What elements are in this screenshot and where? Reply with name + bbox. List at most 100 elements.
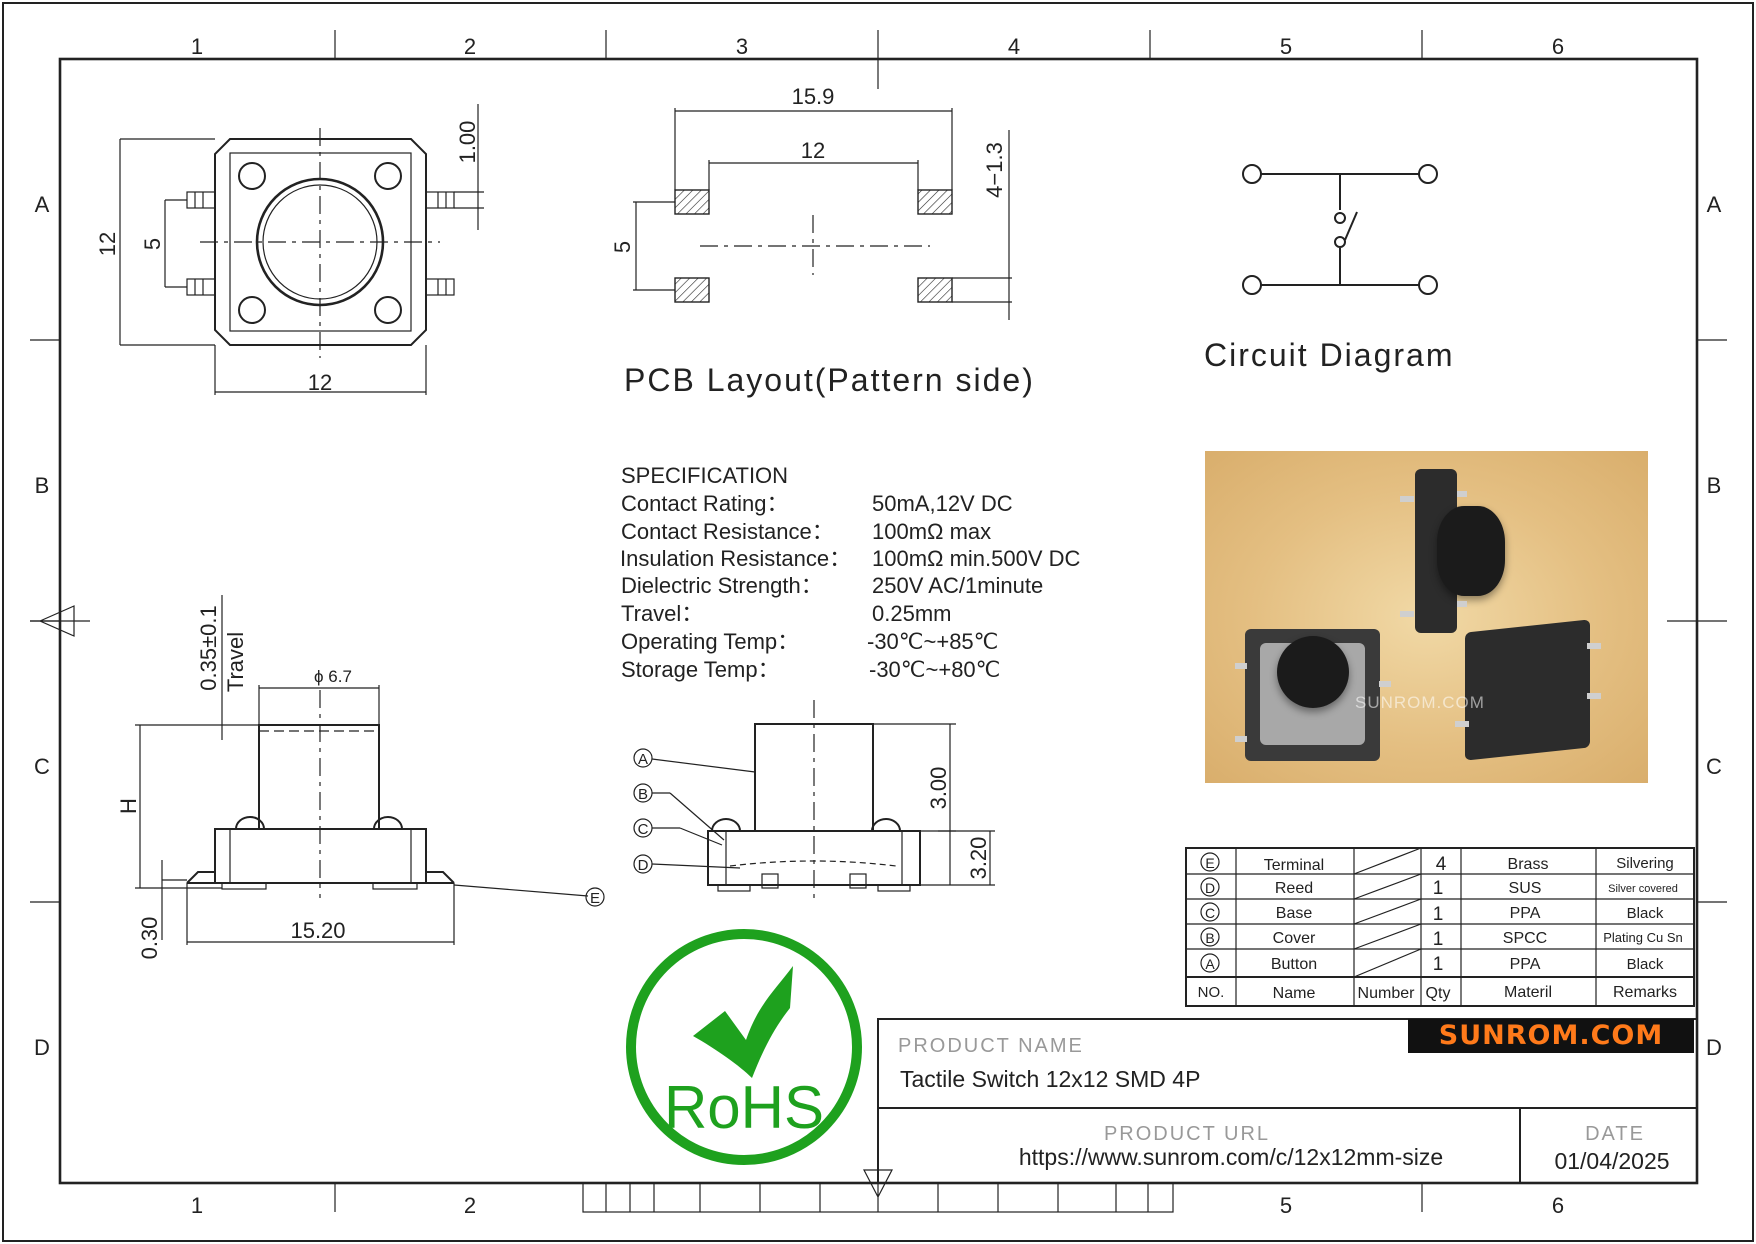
pcb-dim-inner: 12 xyxy=(801,138,825,163)
bom-row-b-material: SPCC xyxy=(1503,930,1547,947)
spec-value-contact-resistance: 100mΩ max xyxy=(872,519,991,544)
bom-row-b-no: B xyxy=(1205,930,1214,946)
bom-row-e-qty: 4 xyxy=(1436,854,1447,875)
bom-row-a-qty: 1 xyxy=(1433,954,1444,975)
product-photo: SUNROM.COM xyxy=(1205,451,1648,783)
spec-label-contact-rating: Contact Rating： xyxy=(621,491,789,516)
pcb-dim-outer: 15.9 xyxy=(792,84,835,109)
side-view-drawing xyxy=(135,595,605,945)
side-view-dim-length: 15.20 xyxy=(290,918,345,943)
top-view-drawing xyxy=(119,104,484,395)
spec-heading: SPECIFICATION xyxy=(621,463,788,488)
zone-col-5-bottom: 5 xyxy=(1280,1193,1292,1218)
spec-value-contact-rating: 50mA,12V DC xyxy=(872,491,1013,516)
spec-value-operating-temp: -30℃~+85℃ xyxy=(867,629,998,654)
bom-row-d-name: Reed xyxy=(1275,880,1313,897)
zone-col-5-top: 5 xyxy=(1280,34,1292,59)
bom-row-b-qty: 1 xyxy=(1433,929,1444,950)
side-view-dim-diameter: ϕ 6.7 xyxy=(314,667,352,686)
zone-row-d-right: D xyxy=(1706,1035,1722,1060)
side-view-callout-e: E xyxy=(590,890,600,907)
bom-row-b-remarks: Plating Cu Sn xyxy=(1603,930,1683,945)
zone-col-6-bottom: 6 xyxy=(1552,1193,1564,1218)
zone-row-c-right: C xyxy=(1706,754,1722,779)
zone-col-3-top: 3 xyxy=(736,34,748,59)
product-url-value: https://www.sunrom.com/c/12x12mm-size xyxy=(1019,1144,1443,1170)
product-url-label: PRODUCT URL xyxy=(1104,1123,1270,1145)
zone-row-c-left: C xyxy=(34,754,50,779)
bom-row-e-material: Brass xyxy=(1508,856,1549,873)
top-view-dim-width: 12 xyxy=(308,370,332,395)
photo-watermark: SUNROM.COM xyxy=(1355,693,1485,712)
section-view-drawing xyxy=(633,700,995,898)
bom-row-c-material: PPA xyxy=(1510,905,1541,922)
side-view-dim-travel: 0.35±0.1 xyxy=(196,605,221,690)
section-callout-a: A xyxy=(638,751,648,768)
spec-value-insulation-resistance: 100mΩ min.500V DC xyxy=(872,546,1081,571)
zone-col-4-top: 4 xyxy=(1008,34,1020,59)
pcb-layout-title: PCB Layout(Pattern side) xyxy=(624,362,1035,398)
section-dim-stem: 3.00 xyxy=(926,767,951,810)
zone-row-b-right: B xyxy=(1707,473,1722,498)
section-callout-d: D xyxy=(638,857,649,874)
spec-label-dielectric-strength: Dielectric Strength： xyxy=(621,573,823,598)
side-view-dim-h: H xyxy=(116,798,141,814)
bom-row-d-material: SUS xyxy=(1509,880,1542,897)
sunrom-logo: SUNROM.COM xyxy=(1408,1019,1694,1053)
zone-col-1-top: 1 xyxy=(191,34,203,59)
bom-row-c-qty: 1 xyxy=(1433,904,1444,925)
date-label: DATE xyxy=(1585,1123,1645,1145)
bom-row-e-name: Terminal xyxy=(1264,857,1324,874)
bom-header-no: NO. xyxy=(1198,984,1225,1001)
bom-row-c-remarks: Black xyxy=(1627,905,1664,922)
bom-row-e-no: E xyxy=(1205,855,1214,871)
circuit-diagram xyxy=(1242,164,1438,295)
bom-header-material: Materil xyxy=(1504,984,1552,1001)
bom-row-e-remarks: Silvering xyxy=(1616,855,1674,872)
zone-dividers xyxy=(30,30,1727,1212)
bom-header-name: Name xyxy=(1273,985,1316,1002)
spec-value-storage-temp: -30℃~+80℃ xyxy=(869,657,1000,682)
top-view-dim-pin-spacing: 5 xyxy=(140,238,165,250)
pcb-dim-pad: 4−1.3 xyxy=(982,142,1007,198)
section-dim-body: 3.20 xyxy=(966,837,991,880)
bom-header-remarks: Remarks xyxy=(1613,984,1677,1001)
bom-row-a-no: A xyxy=(1205,956,1215,972)
bom-row-d-remarks: Silver covered xyxy=(1608,883,1678,895)
spec-label-storage-temp: Storage Temp： xyxy=(621,657,780,682)
bom-row-a-material: PPA xyxy=(1510,956,1541,973)
date-value: 01/04/2025 xyxy=(1554,1148,1669,1174)
circuit-title: Circuit Diagram xyxy=(1204,337,1454,373)
bom-table-grid xyxy=(1185,847,1695,1007)
zone-col-1-bottom: 1 xyxy=(191,1193,203,1218)
bom-row-d-qty: 1 xyxy=(1433,878,1444,899)
spec-label-contact-resistance: Contact Resistance： xyxy=(621,519,834,544)
pcb-dim-vertical: 5 xyxy=(610,241,635,253)
pcb-layout-drawing xyxy=(633,108,1012,320)
zone-row-b-left: B xyxy=(35,473,50,498)
bom-header-qty: Qty xyxy=(1426,985,1451,1002)
bom-row-b-name: Cover xyxy=(1273,930,1316,947)
spec-label-insulation-resistance: Insulation Resistance： xyxy=(620,546,851,571)
title-block-grid xyxy=(877,1018,1698,1184)
bom-row-a-remarks: Black xyxy=(1627,956,1664,973)
centering-mark-left xyxy=(30,605,90,637)
zone-col-2-top: 2 xyxy=(464,34,476,59)
zone-col-2-bottom: 2 xyxy=(464,1193,476,1218)
spec-value-dielectric-strength: 250V AC/1minute xyxy=(872,573,1043,598)
top-view-dim-height: 12 xyxy=(95,232,120,256)
spec-label-operating-temp: Operating Temp： xyxy=(621,629,799,654)
rohs-mark xyxy=(626,929,862,1165)
bom-row-a-name: Button xyxy=(1271,956,1317,973)
side-view-dim-base: 0.30 xyxy=(137,917,162,960)
rohs-text: RoHS xyxy=(664,1074,824,1141)
spec-label-travel: Travel： xyxy=(621,601,703,626)
bom-header-number: Number xyxy=(1358,985,1416,1002)
top-view-dim-pin-width: 1.00 xyxy=(455,121,480,164)
bom-row-c-name: Base xyxy=(1276,905,1313,922)
bom-row-d-no: D xyxy=(1205,880,1215,896)
zone-row-a-right: A xyxy=(1707,192,1722,217)
side-view-travel-label: Travel xyxy=(223,632,248,692)
